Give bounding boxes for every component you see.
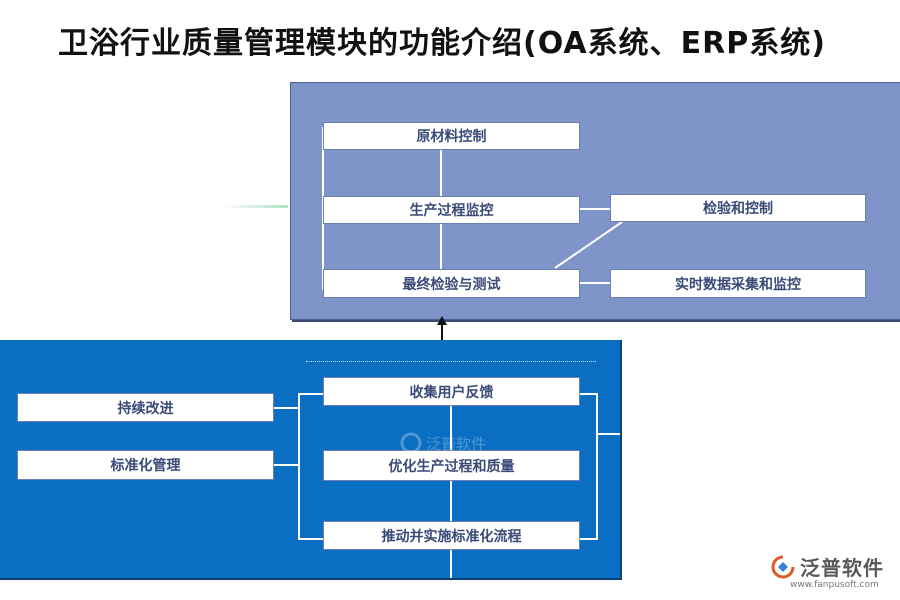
box-continuous-improvement: 持续改进 bbox=[17, 393, 274, 422]
bottom-center-vertical bbox=[450, 402, 452, 578]
box-feedback: 收集用户反馈 bbox=[323, 377, 580, 406]
box-inspection-control: 检验和控制 bbox=[610, 194, 866, 222]
logo-text: 泛普软件 bbox=[800, 556, 884, 580]
left-bracket-top bbox=[298, 393, 323, 395]
brand-logo: 泛普软件 bbox=[770, 552, 884, 581]
right-bracket-vertical bbox=[596, 393, 598, 540]
logo-url: www.fanpusoft.com bbox=[790, 580, 879, 590]
watermark: 泛普软件 bbox=[400, 432, 486, 454]
box-realtime-data: 实时数据采集和监控 bbox=[610, 269, 866, 298]
left-bracket-bottom bbox=[298, 538, 323, 540]
watermark-text: 泛普软件 bbox=[426, 434, 487, 453]
link-final-realtime bbox=[579, 282, 611, 284]
box-raw-material: 原材料控制 bbox=[323, 122, 580, 150]
decorative-line bbox=[222, 205, 288, 208]
dotted-divider bbox=[306, 361, 596, 362]
link-left-boxes-2 bbox=[273, 464, 300, 466]
link-left-boxes bbox=[273, 407, 300, 409]
box-process-monitor: 生产过程监控 bbox=[323, 196, 580, 224]
fanpu-logo-icon bbox=[771, 555, 795, 578]
right-bracket-bottom bbox=[580, 538, 598, 540]
box-promote-standard: 推动并实施标准化流程 bbox=[323, 521, 580, 550]
link-process-inspection bbox=[579, 208, 611, 210]
watermark-logo-icon bbox=[400, 432, 422, 454]
box-standardization: 标准化管理 bbox=[17, 450, 274, 480]
left-bracket-vertical bbox=[298, 393, 300, 540]
diagonal-link bbox=[554, 221, 623, 269]
box-optimize: 优化生产过程和质量 bbox=[323, 450, 580, 481]
right-bracket-out bbox=[596, 433, 620, 435]
page-title: 卫浴行业质量管理模块的功能介绍(OA系统、ERP系统) bbox=[58, 26, 826, 61]
right-bracket-top bbox=[580, 393, 598, 395]
box-final-inspection: 最终检验与测试 bbox=[323, 269, 580, 298]
